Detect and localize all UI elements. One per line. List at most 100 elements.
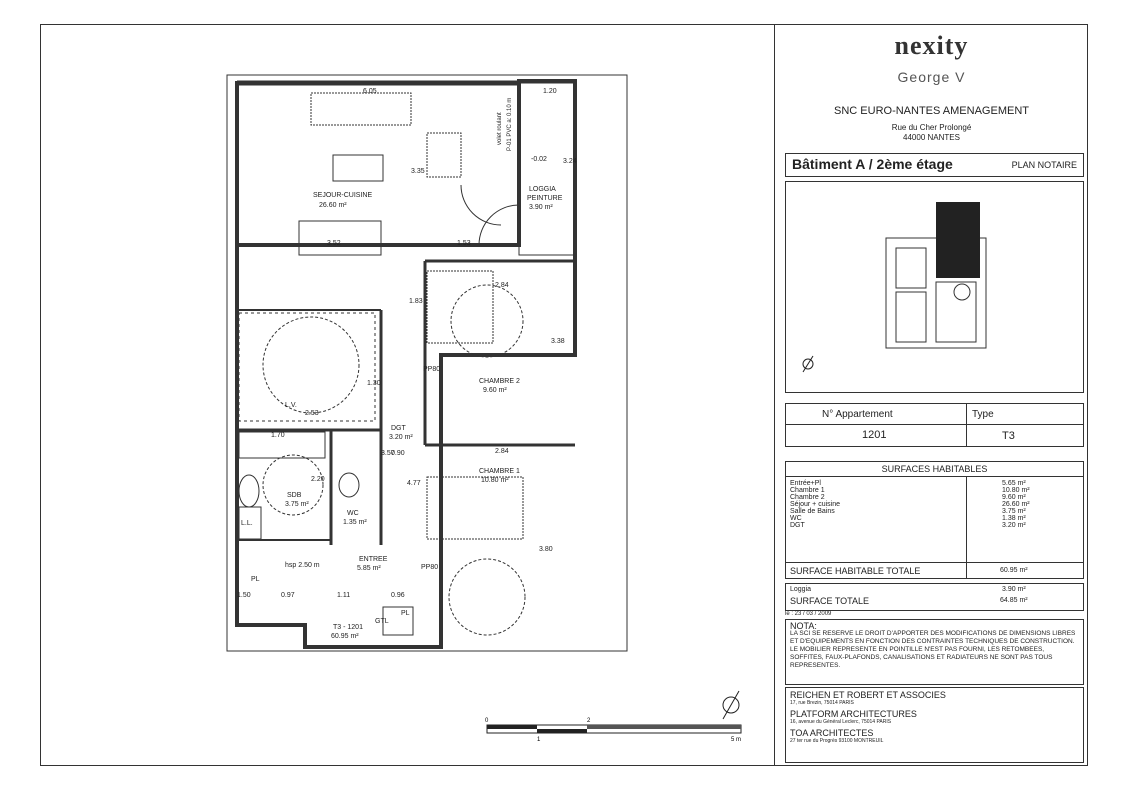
door-swing bbox=[262, 454, 324, 516]
building-header: Bâtiment A / 2ème étage PLAN NOTAIRE bbox=[785, 153, 1084, 177]
room-ch1-area: 10.80 m² bbox=[481, 477, 509, 484]
room-loggia-name: LOGGIA bbox=[529, 186, 556, 193]
total-label: SURFACE TOTALE bbox=[790, 596, 870, 606]
floor-plan-area: SEJOUR-CUISINE 26.60 m² LOGGIA PEINTURE … bbox=[41, 25, 771, 765]
north-icon bbox=[802, 355, 814, 373]
total-value: 64.85 m² bbox=[1000, 597, 1028, 604]
nota-box: NOTA: LA SCI SE RESERVE LE DROIT D'APPOR… bbox=[785, 619, 1084, 685]
room-ch2-area: 9.60 m² bbox=[483, 387, 507, 394]
dim-label: 3.24 bbox=[563, 158, 577, 165]
room-loggia-name2: PEINTURE bbox=[527, 195, 563, 202]
architect-name: TOA ARCHITECTES bbox=[790, 728, 874, 738]
door-swing bbox=[448, 558, 526, 636]
label-volet: volet roulant bbox=[497, 112, 503, 145]
door-arc bbox=[478, 204, 520, 246]
nota-title: NOTA: bbox=[790, 621, 817, 631]
bed-ch1 bbox=[426, 476, 524, 540]
label-gtl: GTL bbox=[375, 618, 389, 625]
room-dgt-name: DGT bbox=[391, 425, 407, 432]
total-surface-box: Loggia 3.90 m² SURFACE TOTALE 64.85 m² bbox=[785, 583, 1084, 611]
sofa bbox=[310, 92, 412, 126]
dim-label: 2.53 bbox=[305, 410, 319, 417]
label-pp80: PP80 bbox=[421, 564, 438, 571]
apartment-highlight bbox=[936, 202, 980, 278]
dim-label: 1.50 bbox=[237, 592, 251, 599]
dim-label: 0.90 bbox=[391, 450, 405, 457]
loggia-value: 3.90 m² bbox=[1002, 586, 1026, 593]
label-pvc: P-01 PVC a: 0.10 m bbox=[507, 98, 513, 151]
svg-text:2: 2 bbox=[587, 718, 591, 724]
dim-label: 1.20 bbox=[543, 88, 557, 95]
apt-num: 1201 bbox=[862, 429, 887, 441]
armchair bbox=[426, 132, 462, 178]
bed-ch2 bbox=[426, 270, 494, 344]
room-wc-name: WC bbox=[347, 510, 359, 517]
apt-type: T3 bbox=[1002, 430, 1015, 442]
svg-text:5 m: 5 m bbox=[731, 737, 741, 743]
nota-text-2: LE MOBILIER REPRESENTE EN POINTILLE N'ES… bbox=[790, 646, 1053, 669]
architect-address: 17, rue Brezin, 75014 PARIS bbox=[790, 700, 854, 706]
dim-label: 1.11 bbox=[337, 592, 350, 599]
architect-name: REICHEN ET ROBERT ET ASSOCIES bbox=[790, 690, 946, 700]
surfaces-title: SURFACES HABITABLES bbox=[786, 462, 1083, 477]
ceiling-height: hsp 2.50 m bbox=[285, 562, 320, 569]
key-plan-drawing bbox=[802, 202, 987, 373]
bathtub bbox=[238, 431, 326, 459]
room-sdb-area: 3.75 m² bbox=[285, 501, 309, 508]
coffee-table bbox=[332, 154, 384, 182]
drawing-sheet: SEJOUR-CUISINE 26.60 m² LOGGIA PEINTURE … bbox=[40, 24, 1088, 766]
washbasin bbox=[238, 474, 260, 508]
architect-name: PLATFORM ARCHITECTURES bbox=[790, 709, 917, 719]
room-sejour-area: 26.60 m² bbox=[319, 202, 347, 209]
label-ll: L.L. bbox=[241, 520, 253, 527]
brand-logo: nexity bbox=[894, 31, 969, 60]
dim-label: -0.02 bbox=[531, 156, 547, 163]
dim-label: 1.83 bbox=[409, 298, 423, 305]
room-apt-area: 60.95 m² bbox=[331, 633, 359, 640]
brand-sub: George V bbox=[897, 69, 966, 85]
dining-table bbox=[298, 220, 382, 256]
north-icon bbox=[722, 690, 740, 720]
label-pl: PL bbox=[251, 576, 260, 583]
apt-type-label: Type bbox=[972, 409, 994, 420]
plan-type: PLAN NOTAIRE bbox=[1011, 160, 1077, 170]
kitchen-tiles bbox=[238, 312, 376, 422]
svg-text:1: 1 bbox=[537, 737, 541, 743]
architect-address: 27 ter rue du Progrès 93100 MONTREUIL bbox=[790, 738, 884, 744]
dim-label: 2.84 bbox=[495, 448, 509, 455]
building-title: Bâtiment A / 2ème étage bbox=[792, 156, 953, 172]
room-sdb-name: SDB bbox=[287, 492, 302, 499]
dim-label: 3.57 bbox=[381, 450, 395, 457]
dim-label: 2.20 bbox=[311, 476, 325, 483]
title-block: nexity George V SNC EURO-NANTES AMENAGEM… bbox=[774, 25, 1088, 765]
dim-label: 3.35 bbox=[411, 168, 425, 175]
architects-box: REICHEN ET ROBERT ET ASSOCIES 17, rue Br… bbox=[785, 687, 1084, 763]
room-ch1-name: CHAMBRE 1 bbox=[479, 468, 520, 475]
toilet bbox=[338, 472, 360, 498]
door-swing bbox=[262, 316, 360, 414]
loggia-wall bbox=[518, 82, 576, 256]
dim-label: 3.52 bbox=[327, 240, 341, 247]
surface-total-label: SURFACE HABITABLE TOTALE bbox=[790, 566, 921, 576]
key-plan bbox=[785, 181, 1084, 393]
room-ch2-name: CHAMBRE 2 bbox=[479, 378, 520, 385]
dim-label: 1.70 bbox=[271, 432, 285, 439]
label-pl: PL bbox=[401, 610, 410, 617]
room-wc-area: 1.35 m² bbox=[343, 519, 367, 526]
room-entree-area: 5.85 m² bbox=[357, 565, 381, 572]
loggia-label: Loggia bbox=[790, 586, 812, 593]
label-pp80: PP80 bbox=[423, 366, 440, 373]
dim-label: 0.96 bbox=[391, 592, 405, 599]
company-name: SNC EURO-NANTES AMENAGEMENT bbox=[834, 105, 1029, 117]
pl-shaft bbox=[382, 606, 414, 636]
nota-text-1: LA SCI SE RESERVE LE DROIT D'APPORTER DE… bbox=[790, 630, 1076, 645]
door-swing bbox=[450, 284, 524, 358]
room-apt-name: T3 - 1201 bbox=[333, 624, 363, 631]
